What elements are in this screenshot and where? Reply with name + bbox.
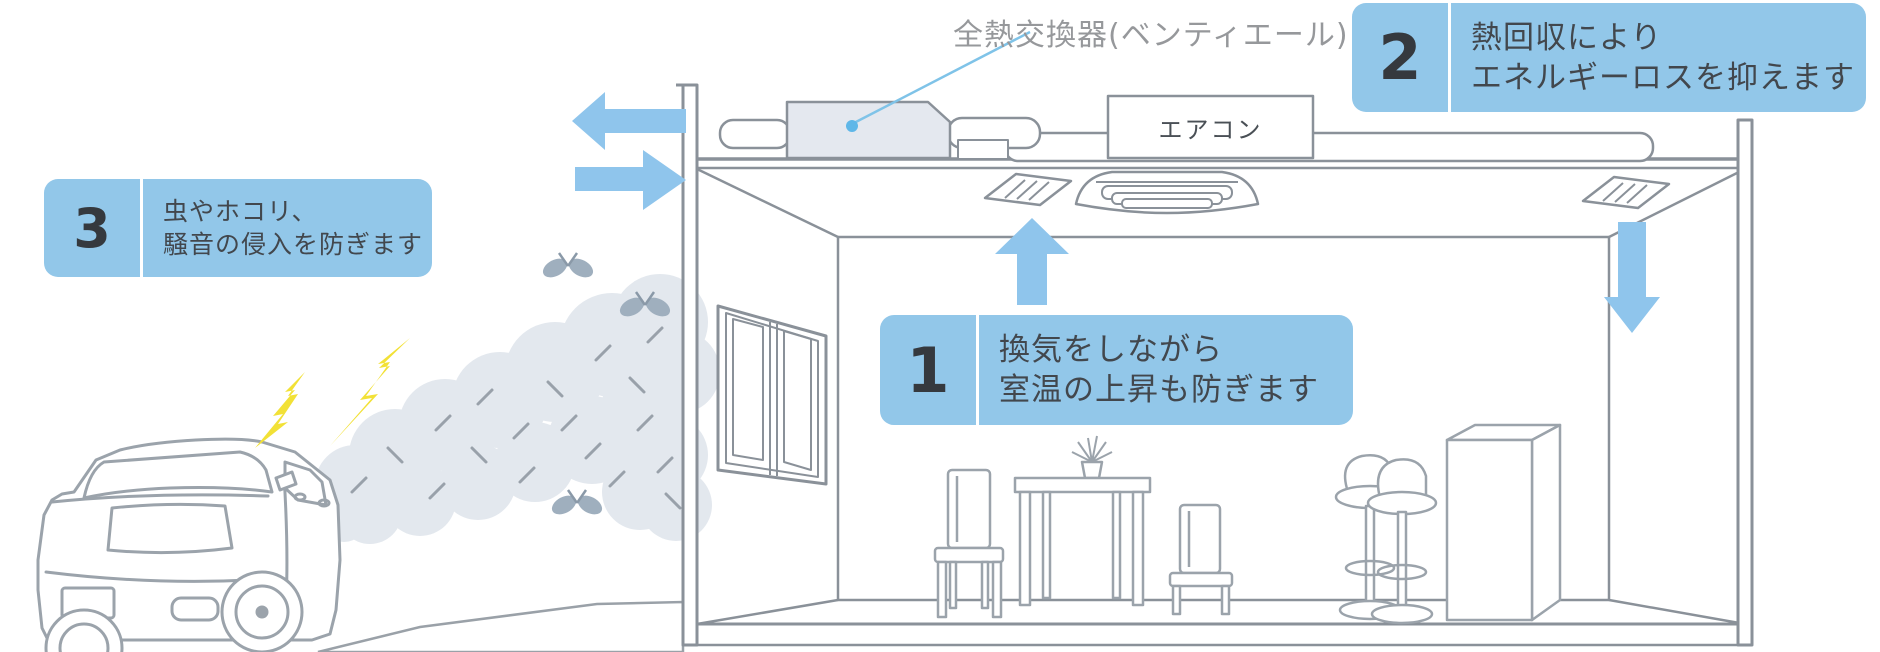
- bar-stools: [1334, 454, 1438, 625]
- intake-in-arrow: [575, 150, 686, 210]
- duct-elbow: [957, 139, 1009, 160]
- exhaust-smoke: [312, 274, 720, 544]
- callout-3-line1: 虫やホコリ、: [163, 197, 318, 226]
- aircon-label-box: [1106, 94, 1315, 160]
- left-exterior-wall: [681, 83, 699, 647]
- window: [716, 304, 828, 486]
- dining-table: [1013, 435, 1152, 607]
- furniture: [933, 423, 1562, 625]
- ground-strip: [317, 600, 685, 652]
- exhaust-vent-right: [1581, 175, 1671, 210]
- heat-exchanger-title-label: 全熱交換器(ベンティエール): [953, 18, 1349, 53]
- smoke-dashes: [350, 326, 682, 510]
- noise-lightning-icon: [255, 338, 410, 448]
- aircon-label: エアコン: [1158, 115, 1263, 144]
- ceiling-equipment: [983, 170, 1671, 215]
- dining-chair-right: [1168, 503, 1234, 616]
- kitchen-counter: [1445, 423, 1562, 622]
- callout-1-number: 1: [880, 315, 979, 425]
- callout-1-line1: 換気をしながら: [999, 332, 1223, 368]
- duct-left: [718, 118, 792, 150]
- callout-3-line2: 騒音の侵入を防ぎます: [163, 230, 424, 259]
- callout-1-line2: 室温の上昇も防ぎます: [999, 372, 1319, 408]
- car-wheel: [44, 570, 304, 652]
- insect-icons: [542, 252, 671, 515]
- airflow-arrows: [572, 92, 1660, 333]
- insect-icon: [619, 291, 671, 317]
- callout-2-line2: エネルギーロスを抑えます: [1471, 59, 1855, 96]
- pointer-line: [846, 30, 1031, 132]
- insect-icon: [542, 252, 594, 278]
- heat-exchanger-unit: [785, 100, 952, 160]
- exhaust-out-arrow: [572, 92, 686, 150]
- aircon-cassette-unit: [1074, 170, 1260, 215]
- callout-3-intrusion-block: 3 虫やホコリ、 騒音の侵入を防ぎます: [44, 179, 432, 277]
- return-down-arrow: [1604, 222, 1660, 333]
- callout-2-heat-recovery: 2 熱回収により エネルギーロスを抑えます: [1352, 3, 1866, 112]
- insect-icon: [551, 489, 603, 515]
- heat-exchange-system: [718, 94, 1655, 163]
- car: [36, 437, 342, 652]
- callout-2-number: 2: [1352, 3, 1451, 112]
- supply-vent-left: [983, 172, 1073, 207]
- callout-1-ventilation: 1 換気をしながら 室温の上昇も防ぎます: [880, 315, 1353, 425]
- duct-long-right: [1003, 131, 1655, 163]
- right-exterior-wall: [1736, 118, 1754, 647]
- callout-3-number: 3: [44, 179, 143, 277]
- callout-2-line1: 熱回収により: [1471, 19, 1663, 56]
- supply-up-arrow: [995, 218, 1069, 305]
- dining-chair-left: [933, 468, 1005, 619]
